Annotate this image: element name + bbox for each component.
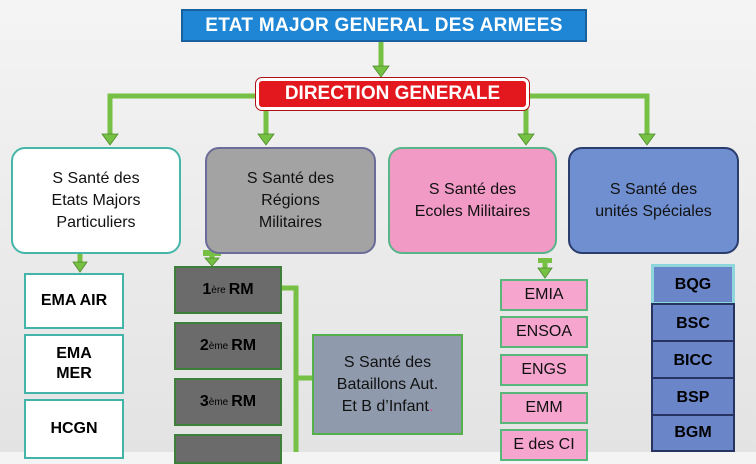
connectors	[72, 39, 656, 452]
node-label: EMA AIR	[40, 292, 108, 309]
node-bsp: BSP	[651, 377, 735, 418]
node-label: MER	[56, 365, 92, 382]
node-ema-air: EMA AIR	[24, 273, 124, 329]
rm-suffix: RM	[228, 281, 254, 298]
node-ensoa: ENSOA	[500, 316, 588, 348]
node-bqg: BQG	[651, 264, 735, 305]
rm-superscript: ème	[208, 340, 229, 352]
node-bicc: BICC	[651, 340, 735, 381]
node-e-des-ci: E des CI	[500, 429, 588, 461]
node-ema-mer: EMA MER	[24, 334, 124, 394]
node-bgm: BGM	[651, 414, 735, 452]
category-regions-militaires: S Santé des Régions Militaires	[205, 147, 376, 254]
node-bataillons: S Santé des Bataillons Aut. Et B d’Infan…	[312, 334, 463, 435]
rm-suffix: RM	[231, 393, 257, 410]
etat-major-title: ETAT MAJOR GENERAL DES ARMEES	[181, 9, 587, 42]
node-rm-partial	[174, 434, 282, 464]
node-emm: EMM	[500, 392, 588, 424]
node-engs: ENGS	[500, 354, 588, 386]
bat-line: Et B d’Infant	[341, 397, 429, 415]
category-line: Particuliers	[56, 213, 136, 231]
rm-number: 2	[199, 337, 209, 354]
bat-line: S Santé des	[343, 353, 432, 371]
node-label: HCGN	[50, 420, 98, 437]
rm-suffix: RM	[231, 337, 257, 354]
category-line: Régions	[261, 191, 320, 209]
category-ecoles-militaires: S Santé des Ecoles Militaires	[388, 147, 557, 254]
node-bsc: BSC	[651, 303, 735, 344]
rm-superscript: ère	[211, 284, 226, 296]
node-hcgn: HCGN	[24, 399, 124, 459]
category-etats-majors: S Santé des Etats Majors Particuliers	[11, 147, 181, 254]
category-line: S Santé des	[52, 169, 140, 187]
category-unites-speciales: S Santé des unités Spéciales	[568, 147, 739, 254]
bat-dot: .	[428, 397, 434, 415]
rm-number: 3	[199, 393, 209, 410]
category-line: Militaires	[258, 213, 323, 231]
node-emia: EMIA	[500, 279, 588, 311]
category-line: S Santé des	[428, 180, 517, 198]
rm-superscript: ème	[208, 396, 229, 408]
category-line: unités Spéciales	[595, 202, 712, 220]
bat-line: Bataillons Aut.	[336, 375, 439, 393]
category-line: Ecoles Militaires	[414, 202, 531, 220]
direction-generale-title: DIRECTION GENERALE	[255, 77, 530, 111]
node-label: EMA	[56, 345, 92, 362]
category-line: S Santé des	[609, 180, 698, 198]
category-line: Etats Majors	[51, 191, 141, 209]
category-line: S Santé des	[246, 169, 335, 187]
rm-number: 1	[202, 281, 212, 298]
